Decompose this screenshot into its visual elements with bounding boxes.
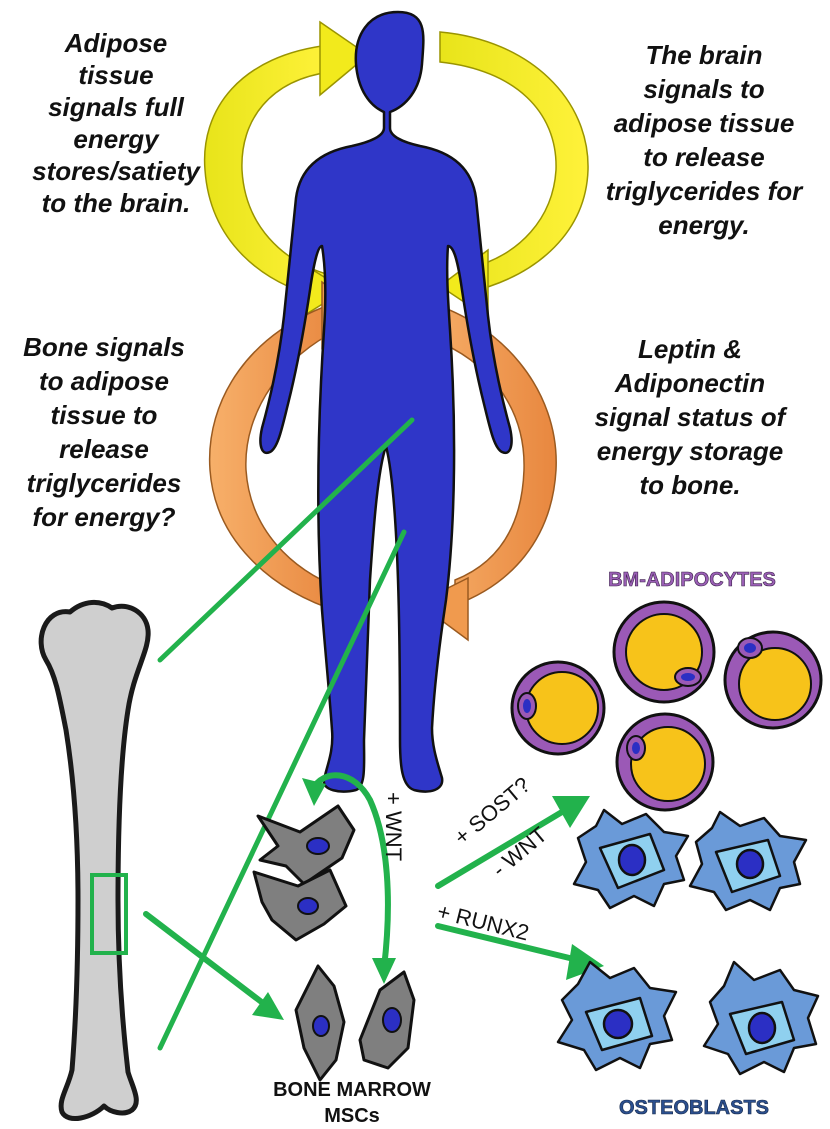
osteoblast-cell <box>558 962 676 1070</box>
label-line: energy. <box>658 210 750 240</box>
label-line: tissue to <box>51 400 158 430</box>
label-line: to the brain. <box>42 188 191 218</box>
osteoblast-cell <box>704 962 818 1074</box>
human-body-icon <box>260 12 511 792</box>
label-line: to bone. <box>639 470 740 500</box>
label-line: Adiponectin <box>614 368 765 398</box>
msc-cell <box>296 966 344 1080</box>
label-line: signal status of <box>595 402 788 432</box>
connector-bone-to-body-upper <box>160 420 412 660</box>
label-line: The brain <box>645 40 762 70</box>
msc-cell <box>258 806 354 884</box>
label-line: Adipose <box>64 28 168 58</box>
adipocyte-cell <box>512 662 604 754</box>
label-line: Leptin & <box>638 334 742 364</box>
label-leptin-adiponectin: Leptin & Adiponectin signal status of en… <box>595 334 788 500</box>
label-line: triglycerides <box>27 468 182 498</box>
label-line: release <box>59 434 149 464</box>
adipocyte-cell <box>617 714 713 810</box>
label-brain-signals-adipose: The brain signals to adipose tissue to r… <box>606 40 804 240</box>
msc-cell <box>360 972 414 1068</box>
label-bone-marrow: BONE MARROW <box>273 1079 431 1101</box>
osteoblast-cell <box>574 810 688 908</box>
osteoblasts <box>558 810 818 1074</box>
label-bone-signals-adipose: Bone signals to adipose tissue to releas… <box>23 332 185 532</box>
osteoblast-cell <box>690 812 806 910</box>
label-line: triglycerides for <box>606 176 804 206</box>
label-line: stores/satiety <box>32 156 201 186</box>
label-line: energy storage <box>597 436 783 466</box>
label-line: to release <box>643 142 764 172</box>
label-line: tissue <box>78 60 153 90</box>
connector-bone-to-body-lower <box>160 532 404 1048</box>
label-line: to adipose <box>39 366 169 396</box>
label-line: signals to <box>643 74 764 104</box>
green-arrows <box>146 775 604 1020</box>
label-line: energy <box>73 124 160 154</box>
bm-adipocytes <box>512 602 821 810</box>
adipocyte-cell <box>725 632 821 728</box>
label-line: adipose tissue <box>614 108 795 138</box>
label-adipose-signals-brain: Adipose tissue signals full energy store… <box>32 28 201 218</box>
label-line: Bone signals <box>23 332 185 362</box>
label-plus-wnt: + WNT <box>381 792 406 861</box>
femur-bone-icon <box>41 602 148 1118</box>
adipocyte-cell <box>614 602 714 702</box>
label-line: signals full <box>48 92 185 122</box>
label-osteoblasts: OSTEOBLASTS <box>619 1097 769 1119</box>
label-line: for energy? <box>32 502 175 532</box>
label-mscs: MSCs <box>324 1105 380 1127</box>
label-bm-adipocytes: BM-ADIPOCYTES <box>608 569 776 591</box>
